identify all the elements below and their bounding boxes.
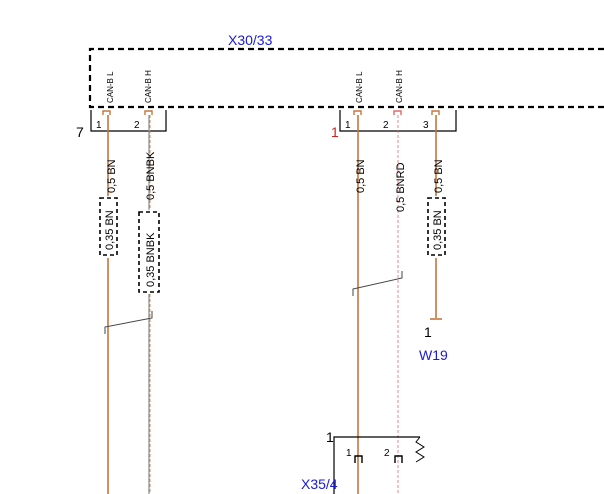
pin-terminal — [394, 455, 403, 463]
wire-1-label-upper: 0,5 BN — [106, 159, 118, 193]
connector-right-signal-1: CAN-B L — [355, 71, 364, 103]
connector-right-pin-1: 1 — [345, 120, 351, 131]
wire-5-label-upper: 0,5 BN — [433, 159, 445, 193]
connector-left-pin-2: 2 — [134, 120, 140, 131]
connector-right: 1 1 2 3 CAN-B L CAN-B H — [331, 70, 457, 140]
pin-terminal — [393, 110, 402, 115]
wire-4-label-upper: 0,5 BNRD — [395, 162, 407, 212]
connector-continuation-zigzag — [415, 436, 425, 463]
pin-terminal — [144, 110, 153, 115]
connector-left-signal-2: CAN-B H — [144, 70, 153, 103]
ground-w19-label: W19 — [419, 347, 448, 363]
module-x30-33: X30/33 — [88, 32, 604, 109]
twist-indicator-left — [104, 311, 153, 334]
wire-4: 0,5 BNRD — [395, 115, 407, 494]
connector-right-pin-2: 2 — [383, 120, 389, 131]
wire-2-label-lower: 0,35 BNBK — [145, 232, 157, 287]
connector-left: 7 1 2 CAN-B L CAN-B H — [76, 70, 167, 140]
wire-2-label-upper: 0,5 BNBK — [145, 151, 157, 200]
wire-1: 0,5 BN 0,35 BN — [99, 115, 118, 494]
connector-left-signal-1: CAN-B L — [106, 71, 115, 103]
module-x30-33-label: X30/33 — [228, 32, 273, 48]
pin-terminal — [102, 110, 111, 115]
wire-3-label-upper: 0,5 BN — [355, 159, 367, 193]
connector-x35-4-label: X35/4 — [301, 476, 338, 492]
connector-x35-4-ref: 1 — [326, 429, 334, 445]
connector-right-pin-3: 3 — [423, 120, 429, 131]
pin-terminal — [353, 110, 362, 115]
wire-1-label-lower: 0,35 BN — [104, 210, 116, 250]
wire-5-label-lower: 0,35 BN — [432, 210, 444, 250]
wire-5: 0,5 BN 0,35 BN — [427, 115, 446, 318]
connector-x35-4: 1 1 2 X35/4 — [301, 429, 425, 494]
wire-2: 0,5 BNBK 0,35 BNBK — [138, 115, 160, 494]
connector-right-ref: 1 — [331, 124, 339, 140]
connector-x35-4-pin-2: 2 — [384, 448, 390, 459]
ground-w19: 1 W19 — [419, 318, 448, 363]
connector-x35-4-pin-1: 1 — [346, 448, 352, 459]
connector-left-pin-1: 1 — [96, 120, 102, 131]
pin-terminal — [354, 455, 363, 463]
twist-indicator-right — [352, 271, 403, 296]
pin-terminal — [431, 110, 440, 115]
connector-right-signal-2: CAN-B H — [395, 70, 404, 103]
wire-3: 0,5 BN — [355, 115, 367, 494]
ground-w19-pin: 1 — [424, 324, 432, 340]
connector-left-ref: 7 — [76, 124, 84, 140]
